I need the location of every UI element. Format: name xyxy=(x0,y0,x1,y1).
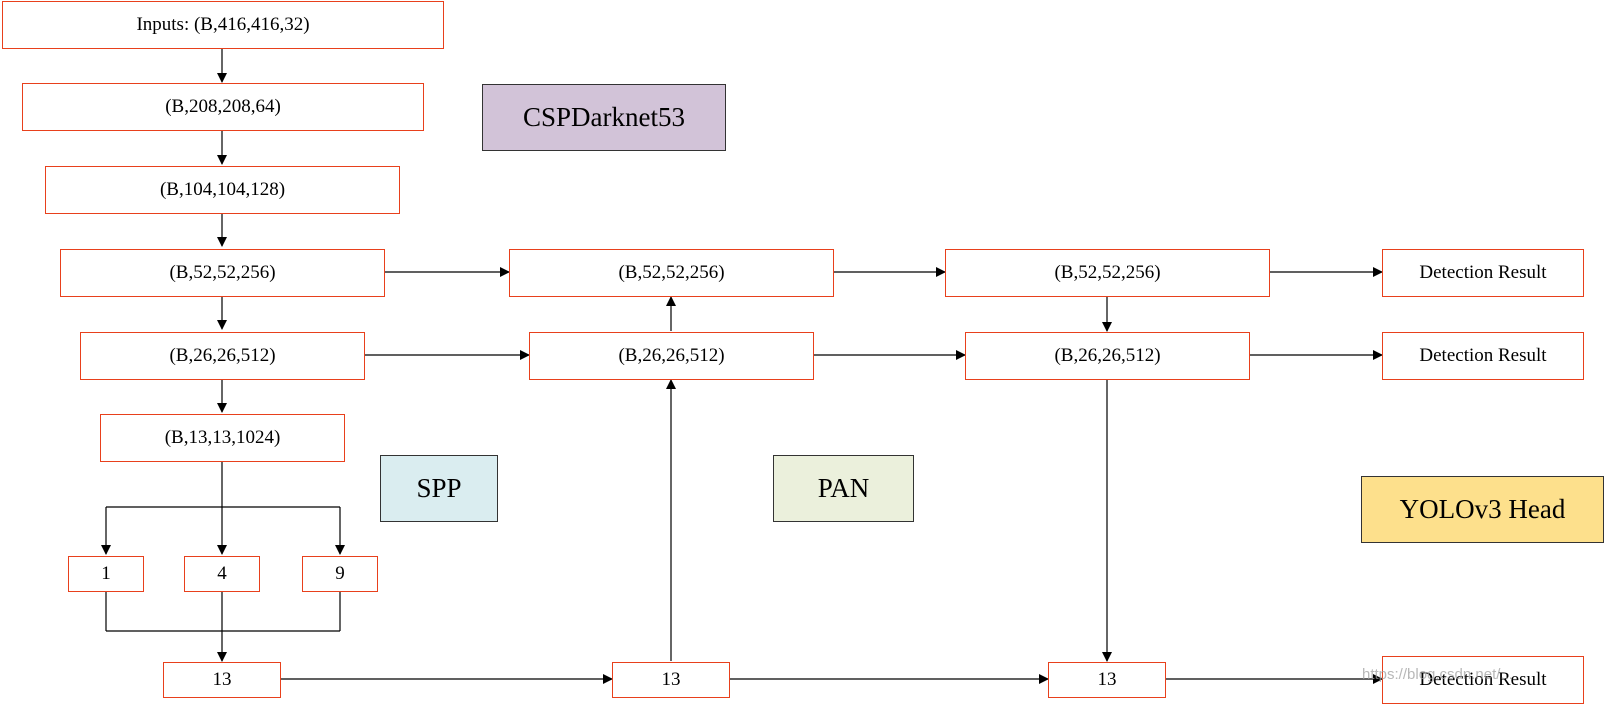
node-b52: (B,52,52,256) xyxy=(60,249,385,297)
node-pan-b26: (B,26,26,512) xyxy=(529,332,814,380)
node-head-b26: (B,26,26,512) xyxy=(965,332,1250,380)
legend-pan: PAN xyxy=(773,455,914,522)
node-pool-9: 9 xyxy=(302,556,378,592)
legend-cspdarknet53: CSPDarknet53 xyxy=(482,84,726,151)
node-inputs: Inputs: (B,416,416,32) xyxy=(2,1,444,49)
node-pan-b52: (B,52,52,256) xyxy=(509,249,834,297)
node-head-13: 13 xyxy=(1048,662,1166,698)
node-detection-result-1: Detection Result xyxy=(1382,249,1584,297)
node-b104: (B,104,104,128) xyxy=(45,166,400,214)
legend-spp: SPP xyxy=(380,455,498,522)
node-detection-result-2: Detection Result xyxy=(1382,332,1584,380)
node-b208: (B,208,208,64) xyxy=(22,83,424,131)
watermark-text: https://blog.csdn.net/... xyxy=(1362,666,1513,683)
node-pool-4: 4 xyxy=(184,556,260,592)
node-b13: (B,13,13,1024) xyxy=(100,414,345,462)
legend-yolov3-head: YOLOv3 Head xyxy=(1361,476,1604,543)
node-pool-1: 1 xyxy=(68,556,144,592)
node-spp-13: 13 xyxy=(163,662,281,698)
node-b26: (B,26,26,512) xyxy=(80,332,365,380)
node-head-b52: (B,52,52,256) xyxy=(945,249,1270,297)
node-pan-13: 13 xyxy=(612,662,730,698)
node-detection-result-3: Detection Result xyxy=(1382,656,1584,704)
